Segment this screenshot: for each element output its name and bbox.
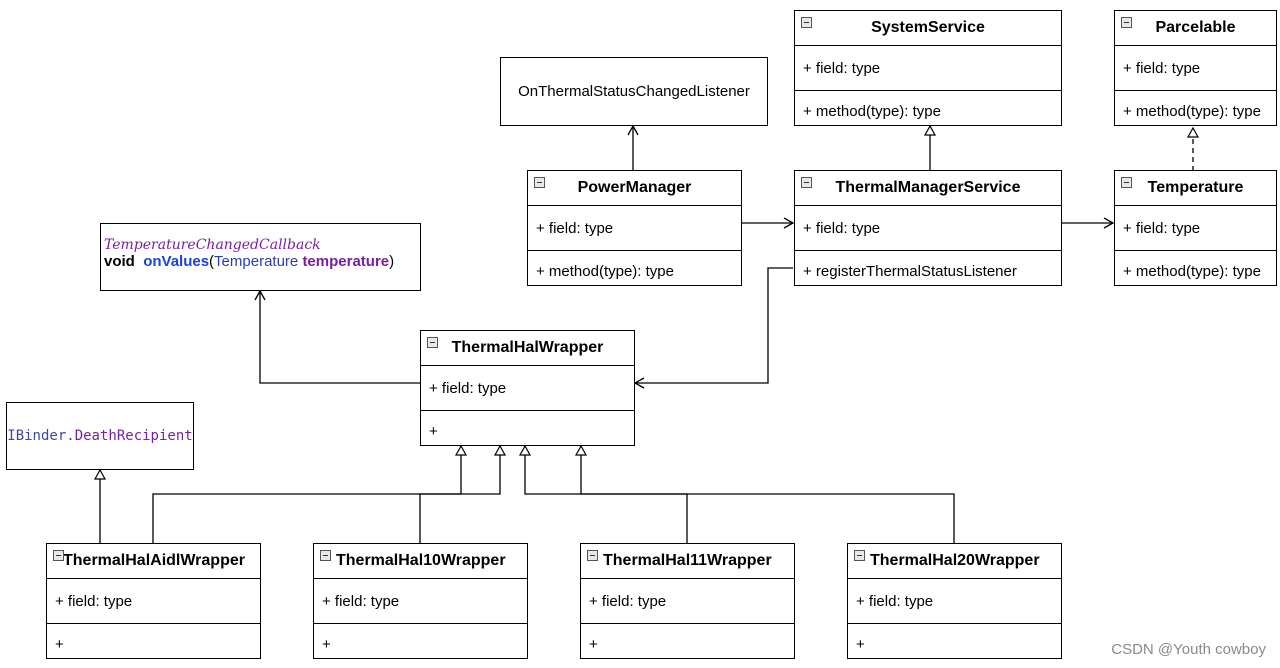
interface-on-thermal-status-changed-listener[interactable]: OnThermalStatusChangedListener: [500, 57, 768, 126]
class-thermalmanagerservice[interactable]: ThermalManagerService + field: type + re…: [794, 170, 1062, 286]
class-method: + method(type): type: [803, 102, 941, 120]
edge-halwrapper-to-callback: [254, 289, 420, 384]
class-thermalhal20wrapper[interactable]: ThermalHal20Wrapper + field: type +: [847, 543, 1062, 659]
class-header: ThermalHal10Wrapper: [314, 544, 527, 579]
class-name: SystemService: [871, 19, 985, 36]
class-name: Temperature: [1147, 179, 1244, 196]
collapse-icon[interactable]: [801, 177, 812, 188]
class-header: ThermalHalWrapper: [421, 331, 634, 366]
close-paren: ): [389, 253, 395, 270]
interface-prefix: IBinder.: [7, 428, 75, 444]
interface-name: OnThermalStatusChangedListener: [518, 83, 750, 100]
class-header: ThermalManagerService: [795, 171, 1061, 206]
class-thermalhalaidlwrapper[interactable]: ThermalHalAidlWrapper + field: type +: [46, 543, 261, 659]
class-systemservice[interactable]: SystemService + field: type + method(typ…: [794, 10, 1062, 126]
collapse-icon[interactable]: [534, 177, 545, 188]
edge-service-to-halwrapper: [633, 267, 793, 389]
class-header: ThermalHal20Wrapper: [848, 544, 1061, 579]
watermark: CSDN @Youth cowboy: [1111, 641, 1266, 658]
class-name: ThermalHal11Wrapper: [603, 552, 772, 569]
class-thermalhalwrapper[interactable]: ThermalHalWrapper + field: type +: [420, 330, 635, 446]
class-field: + field: type: [528, 206, 741, 251]
class-name: ThermalManagerService: [835, 179, 1021, 196]
method-name: onValues: [143, 253, 210, 270]
collapse-icon[interactable]: [1121, 17, 1132, 28]
class-thermalhal10wrapper[interactable]: ThermalHal10Wrapper + field: type +: [313, 543, 528, 659]
class-field: + field: type: [848, 579, 1061, 624]
callback-signature: void onValues(Temperature temperature): [104, 253, 420, 270]
class-field: + field: type: [1115, 206, 1276, 251]
edge-hal11-extends-halwrapper: [525, 446, 688, 544]
interface-temperature-changed-callback[interactable]: TemperatureChangedCallback void onValues…: [100, 223, 421, 291]
class-method: +: [55, 635, 64, 653]
class-parcelable[interactable]: Parcelable + field: type + method(type):…: [1114, 10, 1277, 126]
class-method: +: [322, 635, 331, 653]
class-field: + field: type: [1115, 46, 1276, 91]
callback-name: TemperatureChangedCallback: [104, 237, 321, 253]
class-method: + method(type): type: [536, 262, 674, 280]
return-type: void: [104, 253, 135, 270]
class-header: ThermalHal11Wrapper: [581, 544, 794, 579]
class-name: PowerManager: [577, 179, 692, 196]
collapse-icon[interactable]: [320, 550, 331, 561]
collapse-icon[interactable]: [1121, 177, 1132, 188]
class-name: ThermalHalAidlWrapper: [63, 552, 245, 569]
class-header: Temperature: [1115, 171, 1276, 206]
collapse-icon[interactable]: [801, 17, 812, 28]
class-method: +: [589, 635, 598, 653]
edge-aidl-extends-halwrapper: [152, 446, 461, 544]
edge-hal10-extends-halwrapper: [419, 446, 500, 544]
param-name: temperature: [302, 253, 390, 270]
class-header: PowerManager: [528, 171, 741, 206]
class-method: +: [429, 422, 438, 440]
class-name: ThermalHal20Wrapper: [870, 552, 1040, 569]
collapse-icon[interactable]: [854, 550, 865, 561]
class-field: + field: type: [795, 206, 1061, 251]
class-field: + field: type: [581, 579, 794, 624]
class-temperature[interactable]: Temperature + field: type + method(type)…: [1114, 170, 1277, 286]
collapse-icon[interactable]: [587, 550, 598, 561]
class-field: + field: type: [314, 579, 527, 624]
interface-name: DeathRecipient: [74, 428, 193, 444]
edge-hal20-extends-halwrapper: [581, 446, 955, 544]
collapse-icon[interactable]: [53, 550, 64, 561]
class-header: ThermalHalAidlWrapper: [47, 544, 260, 579]
class-header: Parcelable: [1115, 11, 1276, 46]
collapse-icon[interactable]: [427, 337, 438, 348]
class-powermanager[interactable]: PowerManager + field: type + method(type…: [527, 170, 742, 286]
class-name: ThermalHalWrapper: [451, 339, 604, 356]
class-method: +: [856, 635, 865, 653]
param-type: Temperature: [214, 253, 299, 270]
class-field: + field: type: [47, 579, 260, 624]
interface-death-recipient[interactable]: IBinder.DeathRecipient: [6, 402, 194, 470]
class-method: + registerThermalStatusListener: [803, 262, 1017, 280]
class-header: SystemService: [795, 11, 1061, 46]
class-method: + method(type): type: [1123, 262, 1261, 280]
class-thermalhal11wrapper[interactable]: ThermalHal11Wrapper + field: type +: [580, 543, 795, 659]
class-name: Parcelable: [1155, 19, 1236, 36]
class-method: + method(type): type: [1123, 102, 1261, 120]
class-name: ThermalHal10Wrapper: [336, 552, 506, 569]
open-paren: (: [209, 253, 215, 270]
class-field: + field: type: [795, 46, 1061, 91]
class-field: + field: type: [421, 366, 634, 411]
